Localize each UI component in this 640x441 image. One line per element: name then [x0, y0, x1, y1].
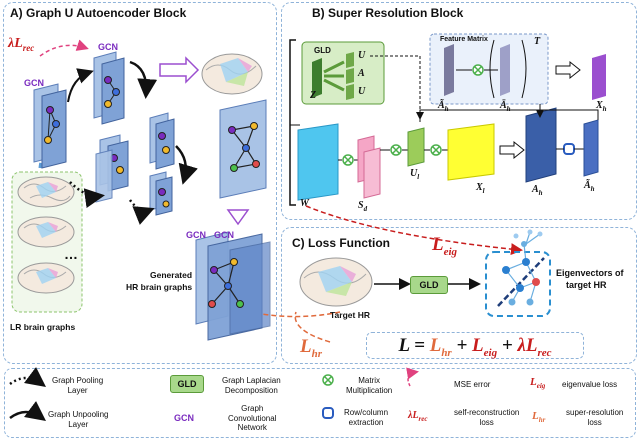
feature-matrix-label: Feature Matrix [440, 36, 488, 43]
legend-gld-desc: Graph Laplacian Decomposition [222, 376, 281, 395]
legend-lhr: Lhr [532, 410, 546, 425]
lr-caption: LR brain graphs [10, 322, 76, 332]
z-label: Z [310, 90, 317, 101]
rowcol-icon [563, 143, 575, 155]
legend-gcn-desc: Graph Convolutional Network [228, 404, 277, 433]
u-label-2: U [358, 86, 366, 97]
panel-b [281, 2, 637, 220]
panel-b-title: B) Super Resolution Block [312, 6, 464, 20]
panel-a-title: A) Graph U Autoencoder Block [10, 6, 187, 20]
ellipsis: … [64, 246, 78, 262]
matmul-icon [342, 154, 354, 166]
panel-c [281, 227, 637, 364]
eigen-caption-1: Eigenvectors of [556, 268, 624, 278]
gld-loss-box: GLD [410, 276, 448, 294]
legend-pooling: Graph Pooling Layer [52, 376, 104, 395]
ul-label: Ul [410, 168, 420, 181]
hr-output-graph [219, 99, 267, 199]
legend-gcn-abbr: GCN [174, 413, 194, 423]
feature-matrix-block [429, 33, 549, 105]
brain-icon [17, 216, 75, 248]
leig-label: Leig [432, 234, 458, 258]
w-label: W [300, 198, 309, 209]
panel-a [3, 2, 277, 364]
panel-c-title: C) Loss Function [292, 236, 390, 250]
gunet-layer-2 [93, 51, 125, 125]
sd-block [357, 135, 381, 199]
generated-caption-1: Generated [150, 270, 193, 280]
legend [4, 368, 636, 438]
legend-unpooling: Graph Unpooling Layer [48, 410, 109, 429]
gcn-label-4: GCN [214, 230, 234, 240]
gcn-label-3: GCN [186, 230, 206, 240]
gunet-layer-5 [149, 171, 173, 216]
lhr-label: Lhr [300, 336, 323, 360]
brain-icon [201, 53, 263, 95]
xl-block [447, 123, 495, 181]
legend-mse: MSE error [454, 380, 491, 389]
target-hr-label: Target HR [330, 310, 370, 320]
ah-bar-label: Āh [500, 100, 511, 113]
gcn-label-2: GCN [24, 78, 44, 88]
eigenvector-network [485, 229, 551, 317]
legend-lambda-rec: λLrec [408, 410, 428, 423]
ah-block [525, 107, 557, 183]
gunet-layer-1 [33, 83, 67, 169]
brain-icon [299, 257, 373, 307]
arrow-icon [159, 56, 200, 84]
legend-eigen-loss: eigenvalue loss [562, 380, 618, 389]
matmul-icon [472, 64, 484, 76]
ul-block [407, 127, 425, 167]
loss-equation: L = Lhr + Leig + λLrec [366, 332, 584, 359]
matmul-icon [430, 144, 442, 156]
xl-label: Xl [476, 182, 485, 195]
gunet-layer-4 [149, 112, 175, 170]
u-label-1: U [358, 50, 366, 61]
matmul-icon [390, 144, 402, 156]
generated-caption-2: HR brain graphs [126, 282, 193, 292]
ah-tilde-1-label: Ãh [438, 100, 449, 113]
legend-matmul: Matrix Multiplication [346, 376, 393, 395]
gld-inner-label: GLD [314, 46, 331, 55]
a-label: A [358, 68, 365, 79]
w-block [297, 123, 339, 201]
legend-rowcol: Row/column extraction [344, 408, 389, 427]
legend-leig: Leig [530, 376, 546, 391]
legend-self-rec: self-reconstruction loss [454, 408, 520, 427]
xh-label: Xh [596, 100, 607, 113]
gunet-layer-6 [95, 149, 113, 203]
brain-icon [17, 262, 75, 294]
ah-tilde-2-label: Ãh [584, 180, 595, 193]
gunet-layer-3 [99, 134, 129, 192]
t-label: T [534, 36, 541, 47]
gcn-label-1: GCN [98, 42, 118, 52]
legend-gld-box: GLD [170, 375, 204, 393]
eigen-caption-2: target HR [566, 280, 607, 290]
ah-label: Ah [532, 184, 543, 197]
legend-sr-loss: super-resolution loss [566, 408, 624, 427]
lambda-rec-label: λLrec [8, 36, 35, 53]
gld-block [301, 41, 385, 105]
brain-icon [17, 176, 75, 208]
lr-brain-graphs-group [11, 171, 83, 313]
generated-hr-stack [195, 231, 271, 341]
sd-label: Sd [358, 200, 368, 213]
